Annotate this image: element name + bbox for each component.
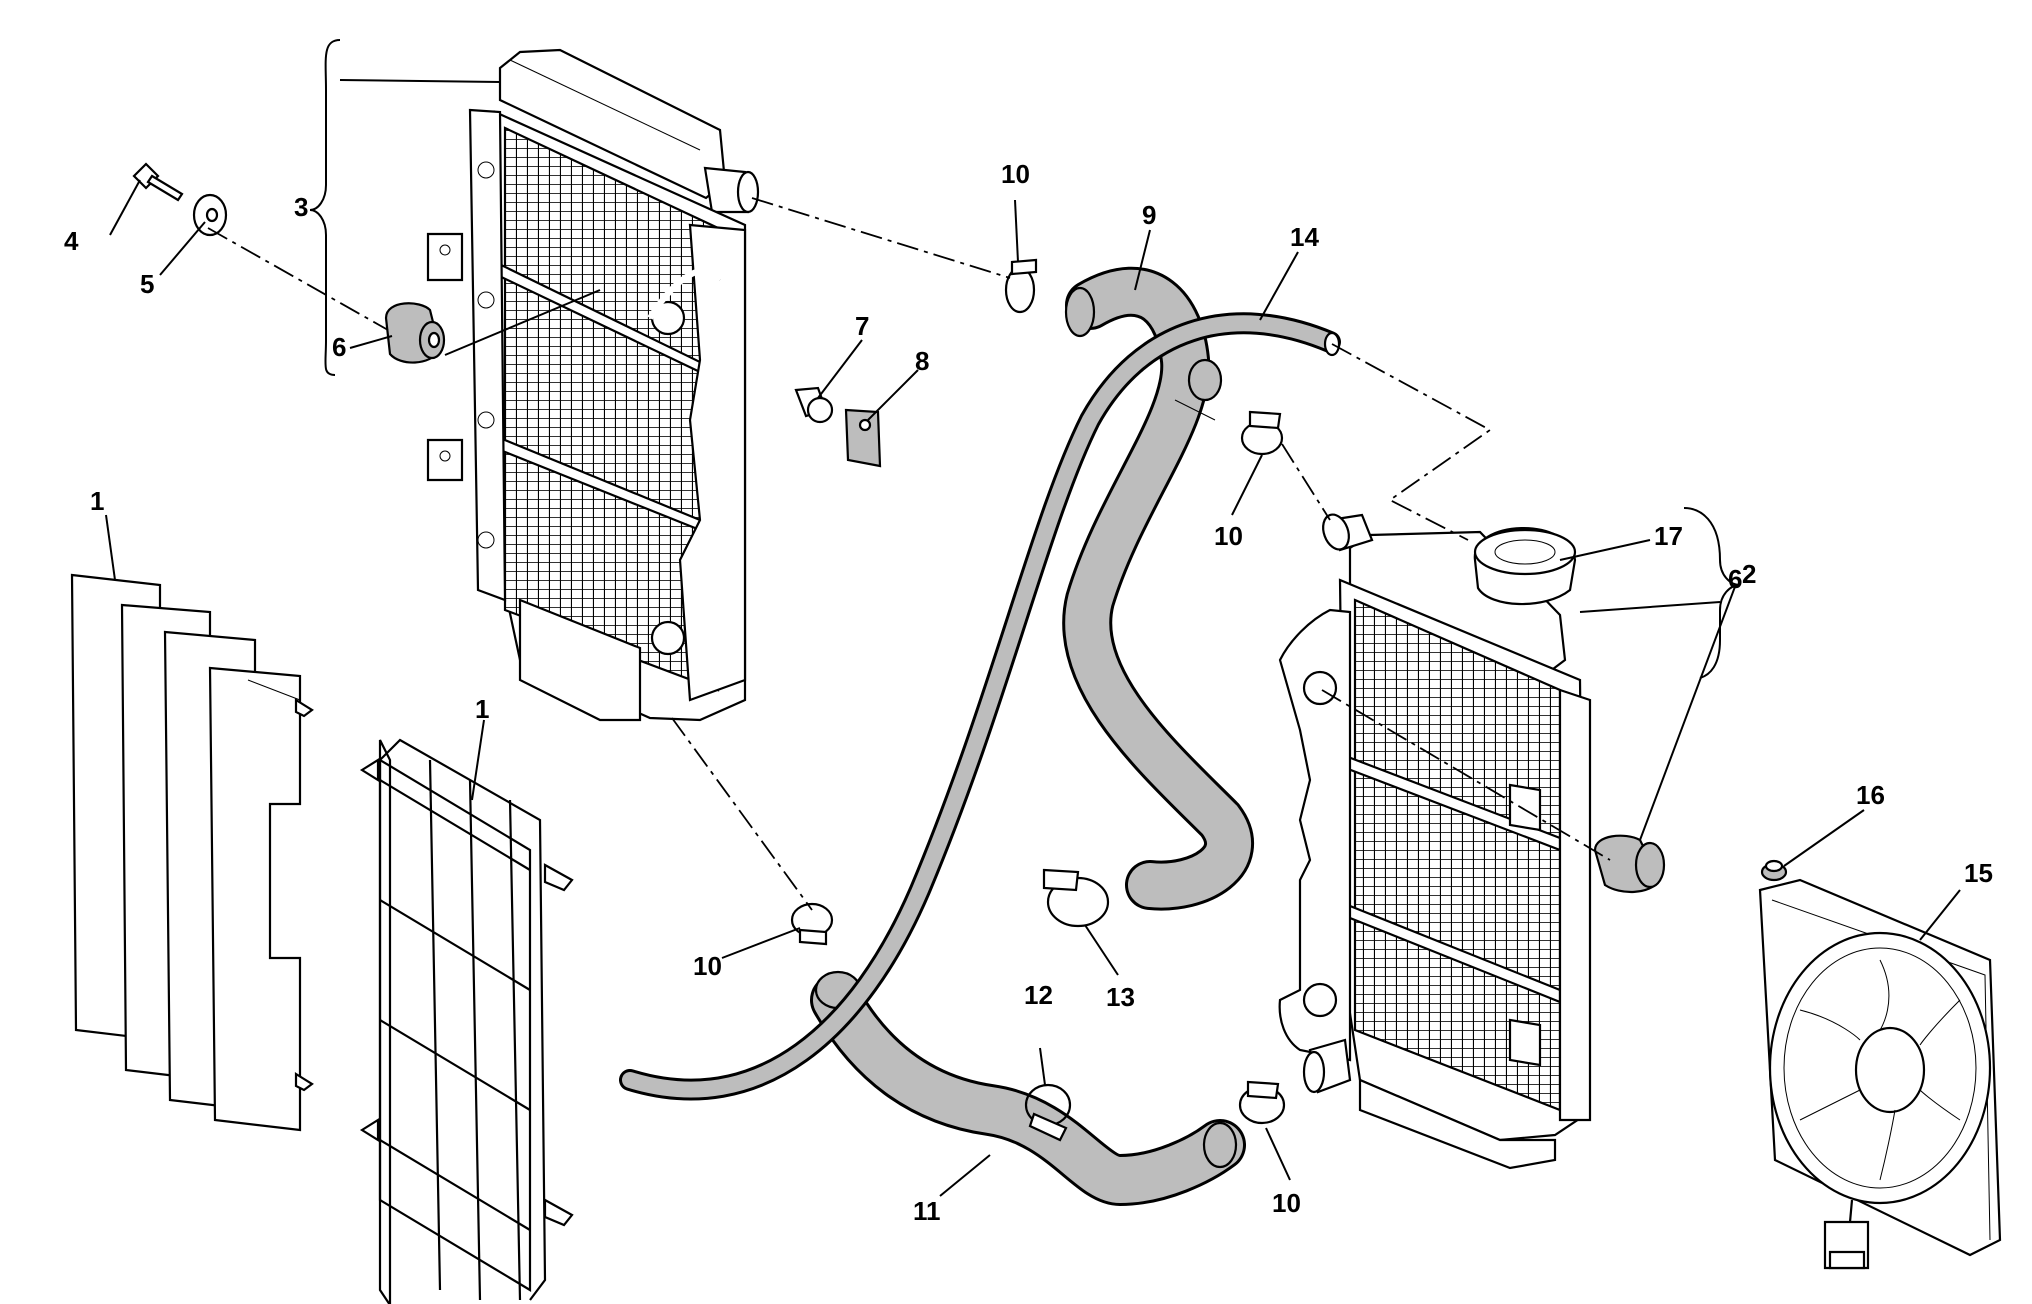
label-7: 7	[855, 311, 869, 341]
bushing-7	[794, 386, 834, 424]
clamp-10-mid	[1240, 410, 1284, 456]
left-radiator	[426, 48, 760, 722]
label-5: 5	[140, 269, 154, 299]
callout-labels: 1 1 2 3 4 5 6 6 7 8 9 10 10 10 10 11 12 …	[64, 159, 1993, 1226]
label-9: 9	[1142, 200, 1156, 230]
label-10a: 10	[1001, 159, 1030, 189]
label-16: 16	[1856, 780, 1885, 810]
clamp-10-bottom	[1238, 1080, 1286, 1125]
grommet-6-right	[1593, 834, 1666, 894]
bracket-3	[309, 39, 341, 376]
label-12: 12	[1024, 980, 1053, 1010]
label-3: 3	[294, 192, 308, 222]
label-1b: 1	[475, 694, 489, 724]
clamp-12	[1024, 1083, 1072, 1142]
label-10c: 10	[693, 951, 722, 981]
label-6a: 6	[332, 332, 346, 362]
shroud-1-right	[359, 738, 574, 1304]
label-10d: 10	[1272, 1188, 1301, 1218]
label-15: 15	[1964, 858, 1993, 888]
bracket-2	[1683, 507, 1741, 679]
label-1a: 1	[90, 486, 104, 516]
shroud-1-left	[70, 573, 314, 1132]
clamp-10-top	[1004, 258, 1038, 314]
assembly-lines	[207, 197, 1611, 911]
bolt-4	[132, 162, 184, 202]
clamp-13	[1042, 868, 1110, 928]
nut-16	[1760, 859, 1788, 882]
hose-14	[619, 312, 1341, 1101]
leader-lines	[105, 179, 1961, 1197]
clamp-10-left	[790, 902, 834, 946]
fan-15	[1758, 878, 2002, 1270]
clip-8	[844, 408, 882, 468]
label-6b: 6	[1728, 564, 1742, 594]
label-4: 4	[64, 226, 79, 256]
label-17: 17	[1654, 521, 1683, 551]
grommet-6-left	[384, 302, 446, 364]
label-13: 13	[1106, 982, 1135, 1012]
right-radiator	[1278, 513, 1592, 1170]
label-8: 8	[915, 346, 929, 376]
label-11: 11	[913, 1196, 941, 1226]
label-10b: 10	[1214, 521, 1243, 551]
label-14: 14	[1290, 222, 1319, 252]
label-2: 2	[1742, 559, 1756, 589]
